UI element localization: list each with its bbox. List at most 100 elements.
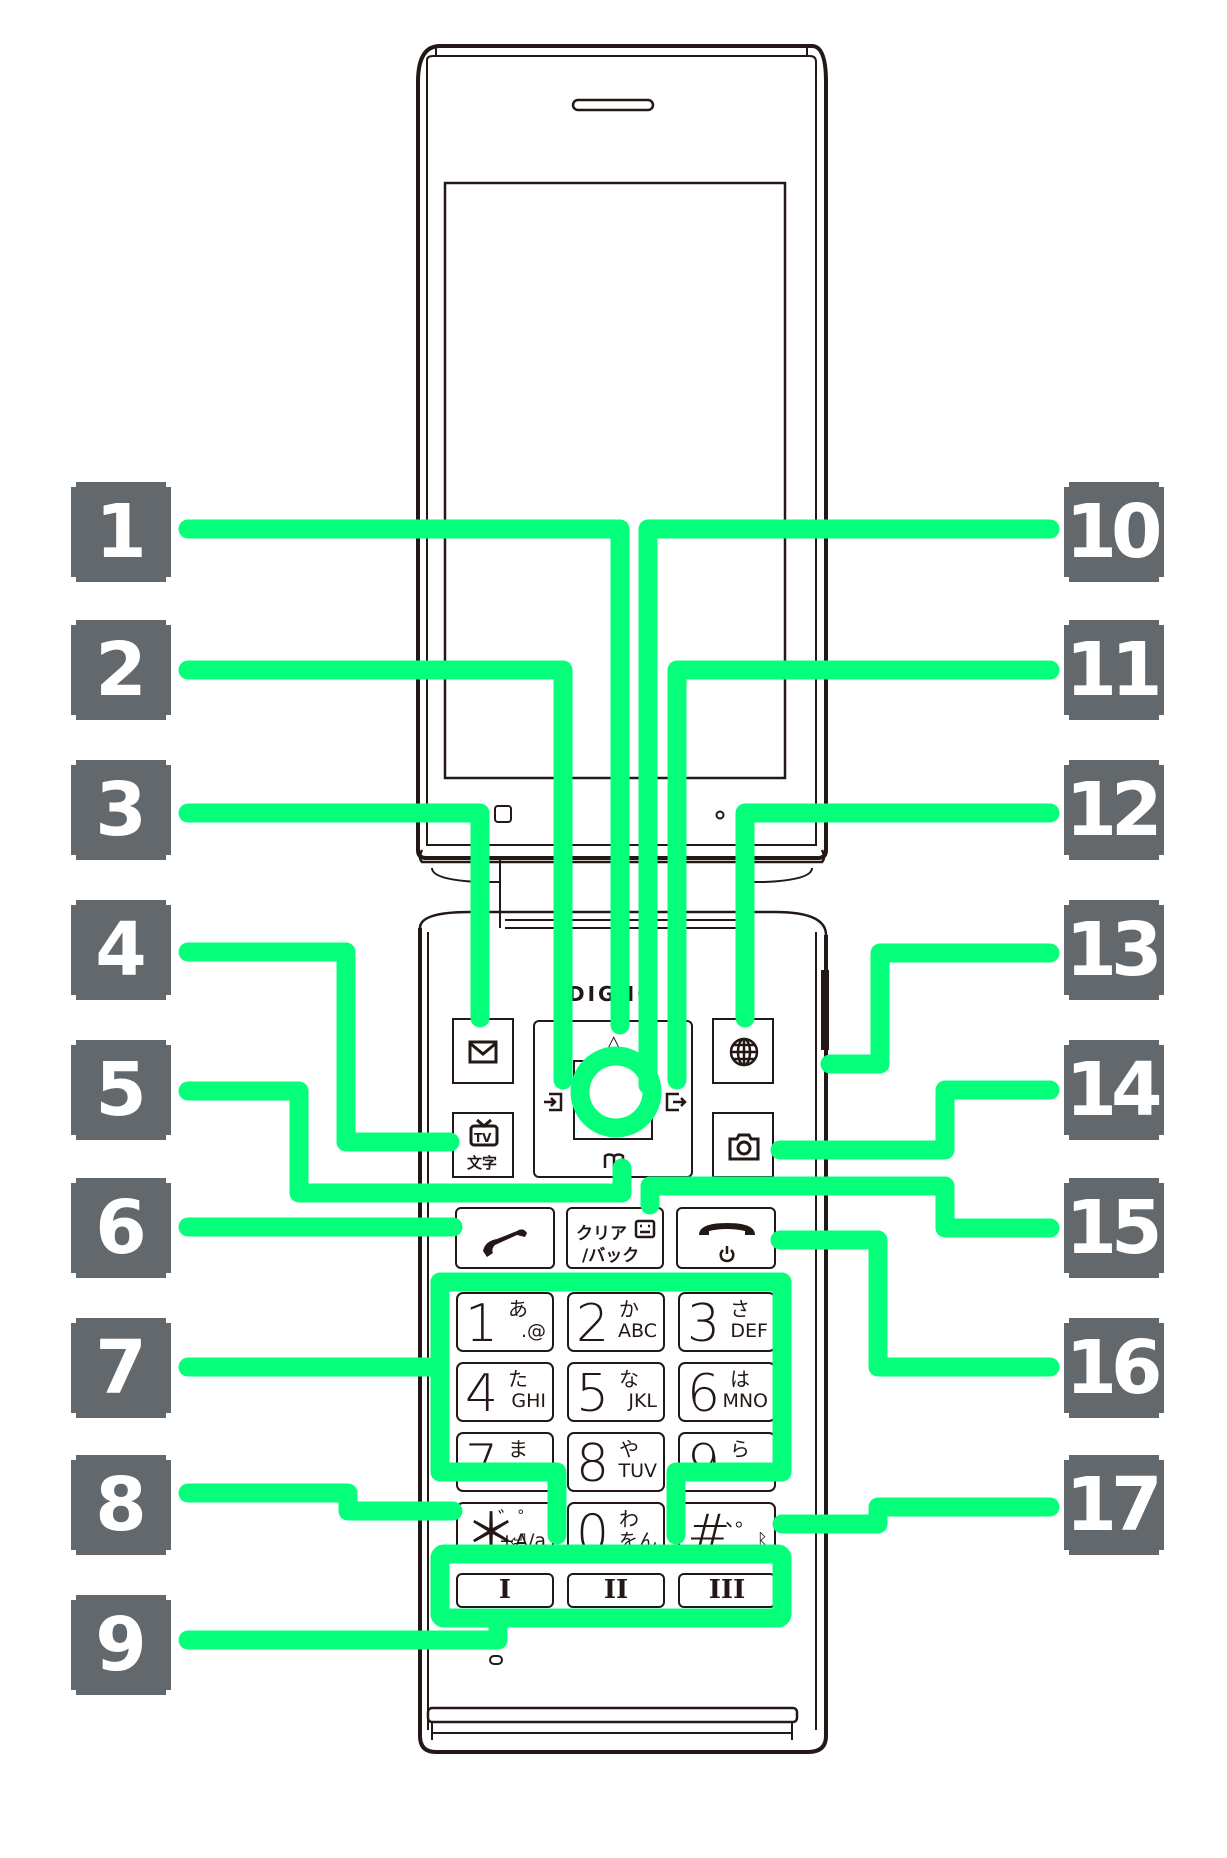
callout-number: 7 — [95, 1325, 146, 1411]
right-arrow-icon — [665, 1092, 687, 1112]
callout-number: 8 — [95, 1462, 146, 1548]
callout-number: 1 — [95, 489, 146, 575]
brand-logo: DIGNO — [568, 982, 657, 1006]
power-icon — [719, 1246, 735, 1263]
key-letters: +A/a — [499, 1530, 546, 1552]
lower-body — [418, 928, 828, 1754]
dpad-cluster: △ — [533, 1020, 693, 1178]
callout-number: 17 — [1065, 1462, 1163, 1548]
key-kana: は — [730, 1367, 750, 1391]
sensor-square — [494, 805, 512, 823]
key-kana: や — [619, 1437, 639, 1461]
clear-back-key[interactable]: クリア /バック — [566, 1207, 664, 1269]
back-label: /バック — [582, 1246, 640, 1266]
callout-badge-6: 6 — [71, 1178, 171, 1278]
memo-icon — [634, 1219, 656, 1239]
callout-badge-7: 7 — [71, 1318, 171, 1418]
tv-text-key[interactable]: TV 文字 — [452, 1112, 514, 1178]
callout-number: 6 — [95, 1185, 146, 1271]
phone-call-icon — [483, 1229, 527, 1257]
key-letters: .@ — [520, 1320, 546, 1342]
key-kana: 、。 — [725, 1507, 755, 1531]
callout-badge-1: 1 — [71, 482, 171, 582]
callout-badge-10: 10 — [1064, 482, 1164, 582]
camera-icon — [728, 1133, 760, 1161]
function-key-2[interactable]: II — [567, 1573, 665, 1608]
dial-key-pound[interactable]: #、。ᛒ — [678, 1502, 776, 1564]
key-letters: ᛒ — [756, 1530, 768, 1552]
display-screen — [443, 181, 787, 780]
up-key[interactable]: △ — [606, 1030, 622, 1054]
callout-badge-8: 8 — [71, 1455, 171, 1555]
upper-body — [416, 44, 828, 860]
callout-badge-2: 2 — [71, 620, 171, 720]
callout-number: 14 — [1065, 1047, 1163, 1133]
camera-key[interactable] — [712, 1112, 774, 1178]
sensor-dot — [715, 810, 725, 820]
callout-badge-3: 3 — [71, 760, 171, 860]
dial-key-asterisk[interactable]: ＊゛゜⏎+A/a — [456, 1502, 554, 1564]
key-letters: をん — [618, 1530, 657, 1552]
key-kana: ま — [508, 1437, 528, 1461]
earpiece-speaker — [571, 98, 655, 112]
callout-number: 3 — [95, 767, 146, 853]
key-letters: PQRS — [494, 1460, 546, 1482]
key-kana: か — [619, 1297, 639, 1321]
callout-number: 16 — [1065, 1325, 1163, 1411]
left-arrow-icon — [544, 1092, 563, 1112]
key-kana: た — [508, 1367, 528, 1391]
callout-number: 11 — [1065, 627, 1163, 713]
bottom-hinge-slot — [426, 1706, 799, 1724]
callout-badge-11: 11 — [1064, 620, 1164, 720]
callout-badge-15: 15 — [1064, 1178, 1164, 1278]
key-kana: な — [619, 1367, 639, 1391]
key-letters: ABC — [618, 1320, 657, 1342]
right-key[interactable] — [665, 1092, 687, 1117]
mail-key[interactable] — [452, 1018, 514, 1084]
callout-badge-17: 17 — [1064, 1455, 1164, 1555]
key-letters: TUV — [618, 1460, 657, 1482]
book-icon — [603, 1153, 625, 1168]
end-power-key[interactable] — [676, 1207, 776, 1269]
callout-badge-9: 9 — [71, 1595, 171, 1695]
function-key-3[interactable]: III — [678, 1573, 776, 1608]
callout-number: 10 — [1065, 489, 1163, 575]
callout-badge-14: 14 — [1064, 1040, 1164, 1140]
key-letters: DEF — [730, 1320, 768, 1342]
callout-number: 2 — [95, 627, 146, 713]
center-key[interactable] — [573, 1060, 653, 1140]
callout-number: 13 — [1065, 907, 1163, 993]
clear-label: クリア — [576, 1224, 627, 1244]
callout-badge-12: 12 — [1064, 760, 1164, 860]
key-letters: JKL — [628, 1390, 657, 1412]
web-key[interactable] — [712, 1018, 774, 1084]
key-kana: さ — [730, 1297, 750, 1321]
globe-icon — [729, 1037, 759, 1067]
left-key[interactable] — [543, 1092, 563, 1117]
text-label: 文字 — [467, 1154, 498, 1172]
key-kana: あ — [508, 1297, 528, 1321]
phone-end-icon — [699, 1223, 755, 1235]
call-key[interactable] — [455, 1207, 555, 1269]
key-letters: MNO — [722, 1390, 768, 1412]
function-key-1[interactable]: I — [456, 1573, 554, 1608]
callout-badge-5: 5 — [71, 1040, 171, 1140]
down-key[interactable] — [603, 1152, 625, 1174]
callout-number: 9 — [95, 1602, 146, 1688]
key-kana: ら — [730, 1437, 750, 1461]
key-kana: わ — [619, 1507, 639, 1531]
callout-number: 15 — [1065, 1185, 1163, 1271]
callout-number: 12 — [1065, 767, 1163, 853]
callout-number: 5 — [95, 1047, 146, 1133]
